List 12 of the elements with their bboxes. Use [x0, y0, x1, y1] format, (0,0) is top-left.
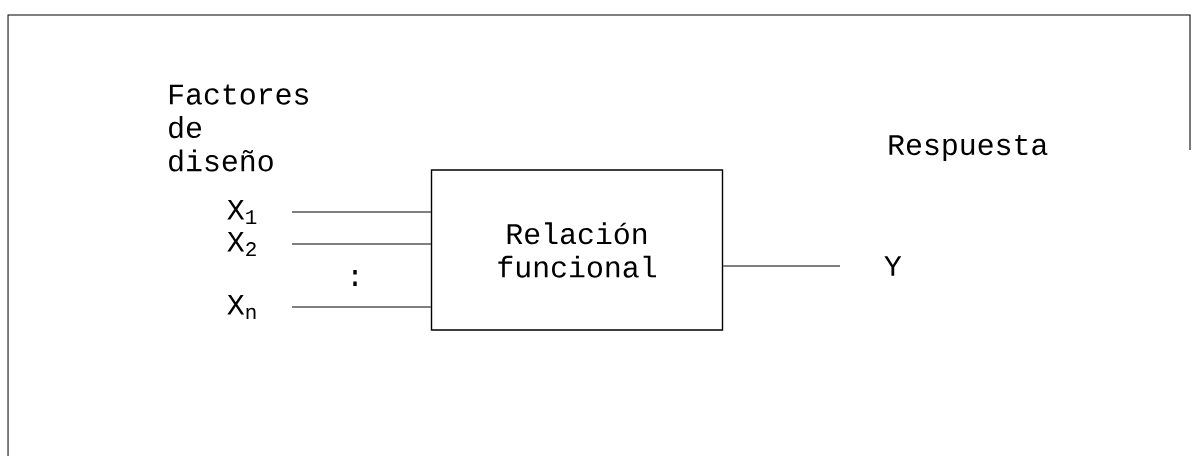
heading-text: Respuesta — [889, 134, 1048, 162]
connector-line — [291, 211, 432, 213]
connector-line — [291, 306, 432, 308]
heading-text: Factores de diseño — [169, 84, 309, 172]
variable-label: X$_{1}$ — [227, 199, 257, 225]
variable-label: X$_{2}$ — [227, 231, 256, 257]
connector-line — [722, 265, 841, 267]
process-box: Relación funcional — [430, 169, 724, 331]
connector-line — [291, 243, 432, 245]
variable-label: Y — [884, 256, 902, 276]
ellipsis-mark: : — [353, 270, 357, 286]
variable-label: X$_{n}$ — [227, 294, 256, 320]
